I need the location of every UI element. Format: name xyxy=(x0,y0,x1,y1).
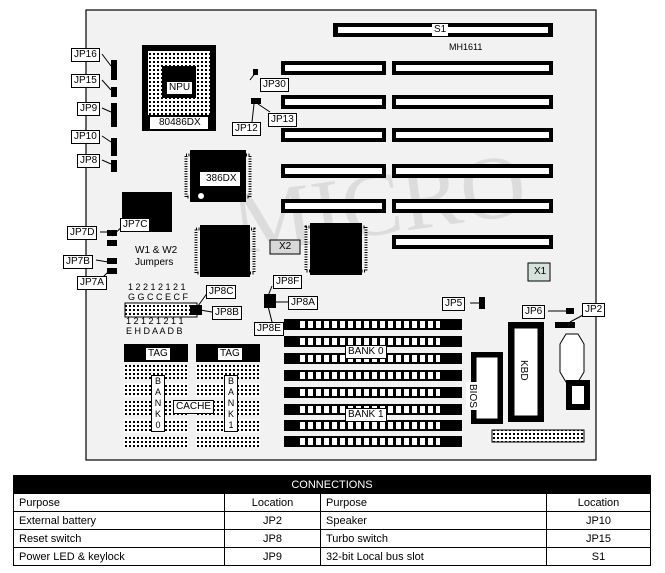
bank1-letter: A xyxy=(227,387,234,397)
cell-purpose: Reset switch xyxy=(13,529,225,548)
cpu-label: 386DX xyxy=(204,173,239,185)
jp8b-label: JP8B xyxy=(212,306,242,320)
chip-center xyxy=(194,225,256,277)
header-location-2: Location xyxy=(546,493,651,512)
bank0-letter: N xyxy=(154,398,162,408)
jp7a-label: JP7A xyxy=(77,276,107,290)
npu-part-label: 80486DX xyxy=(157,117,203,129)
jp8-label: JP8 xyxy=(77,154,101,168)
cell-location: JP10 xyxy=(546,511,651,530)
tag-label-right: TAG xyxy=(217,347,243,361)
w1-w2-jumper-block xyxy=(124,302,202,318)
jp9-label: JP9 xyxy=(77,102,101,116)
table-row: Power LED & keylock JP9 32-bit Local bus… xyxy=(13,547,651,566)
w-jumpers-bottom-digits: 1 2 1 2 1 2 1 1 xyxy=(126,316,184,326)
cache-label: CACHE xyxy=(173,400,215,414)
x2-label: X2 xyxy=(279,241,292,252)
jp5-label: JP5 xyxy=(442,297,466,311)
isa-slots-right xyxy=(392,61,553,249)
header-location-1: Location xyxy=(224,493,321,512)
cell-location: JP2 xyxy=(224,511,321,530)
connections-title: CONNECTIONS xyxy=(13,475,651,494)
isa-slots-left xyxy=(281,61,386,213)
cell-purpose: 32-bit Local bus slot xyxy=(320,547,547,566)
kbd-label: KBD xyxy=(517,358,529,383)
cell-purpose: Turbo switch xyxy=(320,529,547,548)
jp12-pins xyxy=(251,98,261,104)
jp2-pins xyxy=(555,322,575,328)
bank0-vertical-label: B A N K 0 xyxy=(151,375,165,432)
bank0-label: BANK 0 xyxy=(345,345,387,359)
jp8e-label: JP8E xyxy=(254,322,284,336)
tag-label-left: TAG xyxy=(145,347,171,361)
cell-purpose: Power LED & keylock xyxy=(13,547,225,566)
w-jumpers-bottom-letters: E H D A A D B xyxy=(126,326,183,336)
jp30-label: JP30 xyxy=(260,78,289,92)
bank0-letter: K xyxy=(154,409,161,419)
power-connector xyxy=(491,429,585,443)
jp5-pins xyxy=(479,297,485,309)
table-row: Reset switch JP8 Turbo switch JP15 xyxy=(13,529,651,548)
jp2-label: JP2 xyxy=(582,303,606,317)
jp7d-label: JP7D xyxy=(67,226,98,240)
kbd-chip xyxy=(508,322,544,422)
jumper-pins-left xyxy=(107,60,117,274)
w-jumpers-top-letters: G G C C E C F xyxy=(128,292,189,302)
table-row: External battery JP2 Speaker JP10 xyxy=(13,511,651,530)
header-purpose-2: Purpose xyxy=(320,493,547,512)
table-title-row: CONNECTIONS xyxy=(13,475,651,494)
connections-table: CONNECTIONS Purpose Location Purpose Loc… xyxy=(13,475,651,566)
bank1-letter: K xyxy=(227,409,234,419)
x1-label: X1 xyxy=(534,266,547,277)
cell-location: JP9 xyxy=(224,547,321,566)
cell-purpose: External battery xyxy=(13,511,225,530)
cell-location: S1 xyxy=(546,547,651,566)
jp7c-label: JP7C xyxy=(120,218,151,232)
bank1-vertical-label: B A N K 1 xyxy=(224,375,238,432)
w-jumpers-title-2: Jumpers xyxy=(135,257,174,268)
model-label: MH1611 xyxy=(449,42,483,52)
jp12-label: JP12 xyxy=(232,122,261,136)
bank0-letter: A xyxy=(154,387,161,397)
npu-label: NPU xyxy=(167,82,193,94)
s1-label: S1 xyxy=(432,24,449,36)
jp6-label: JP6 xyxy=(522,305,546,319)
jp15-label: JP15 xyxy=(71,74,100,88)
cell-location: JP15 xyxy=(546,529,651,548)
bank1-label: BANK 1 xyxy=(345,408,387,422)
w-jumpers-top-digits: 1 2 2 1 2 1 2 1 xyxy=(128,282,186,292)
jp13-label: JP13 xyxy=(268,113,297,127)
bios-label: BIOS xyxy=(466,382,478,410)
x1-crystal xyxy=(527,262,551,282)
jp16-label: JP16 xyxy=(71,48,100,62)
jp8c-label: JP8C xyxy=(206,285,237,299)
jp8f-pins xyxy=(264,294,276,308)
board-drawing: MICRO xyxy=(85,9,597,461)
bank1-letter: N xyxy=(227,398,235,408)
table-header-row: Purpose Location Purpose Location xyxy=(13,493,651,512)
bank0-letter: 0 xyxy=(155,420,161,430)
cell-location: JP8 xyxy=(224,529,321,548)
w-jumpers-title-1: W1 & W2 xyxy=(135,245,178,256)
battery-outline xyxy=(559,333,585,383)
jp8a-label: JP8A xyxy=(288,296,318,310)
bank1-letter: B xyxy=(227,376,234,386)
cell-purpose: Speaker xyxy=(320,511,547,530)
chip-right xyxy=(304,223,368,275)
motherboard-diagram: MICRO xyxy=(63,9,606,461)
x2-crystal xyxy=(269,239,301,255)
jp7b-label: JP7B xyxy=(63,255,93,269)
bank0-letter: B xyxy=(154,376,161,386)
jp8f-label: JP8F xyxy=(273,275,303,289)
bank1-letter: 1 xyxy=(228,420,234,430)
jp6-pins xyxy=(566,308,574,314)
jp10-label: JP10 xyxy=(71,130,100,144)
header-purpose-1: Purpose xyxy=(13,493,225,512)
